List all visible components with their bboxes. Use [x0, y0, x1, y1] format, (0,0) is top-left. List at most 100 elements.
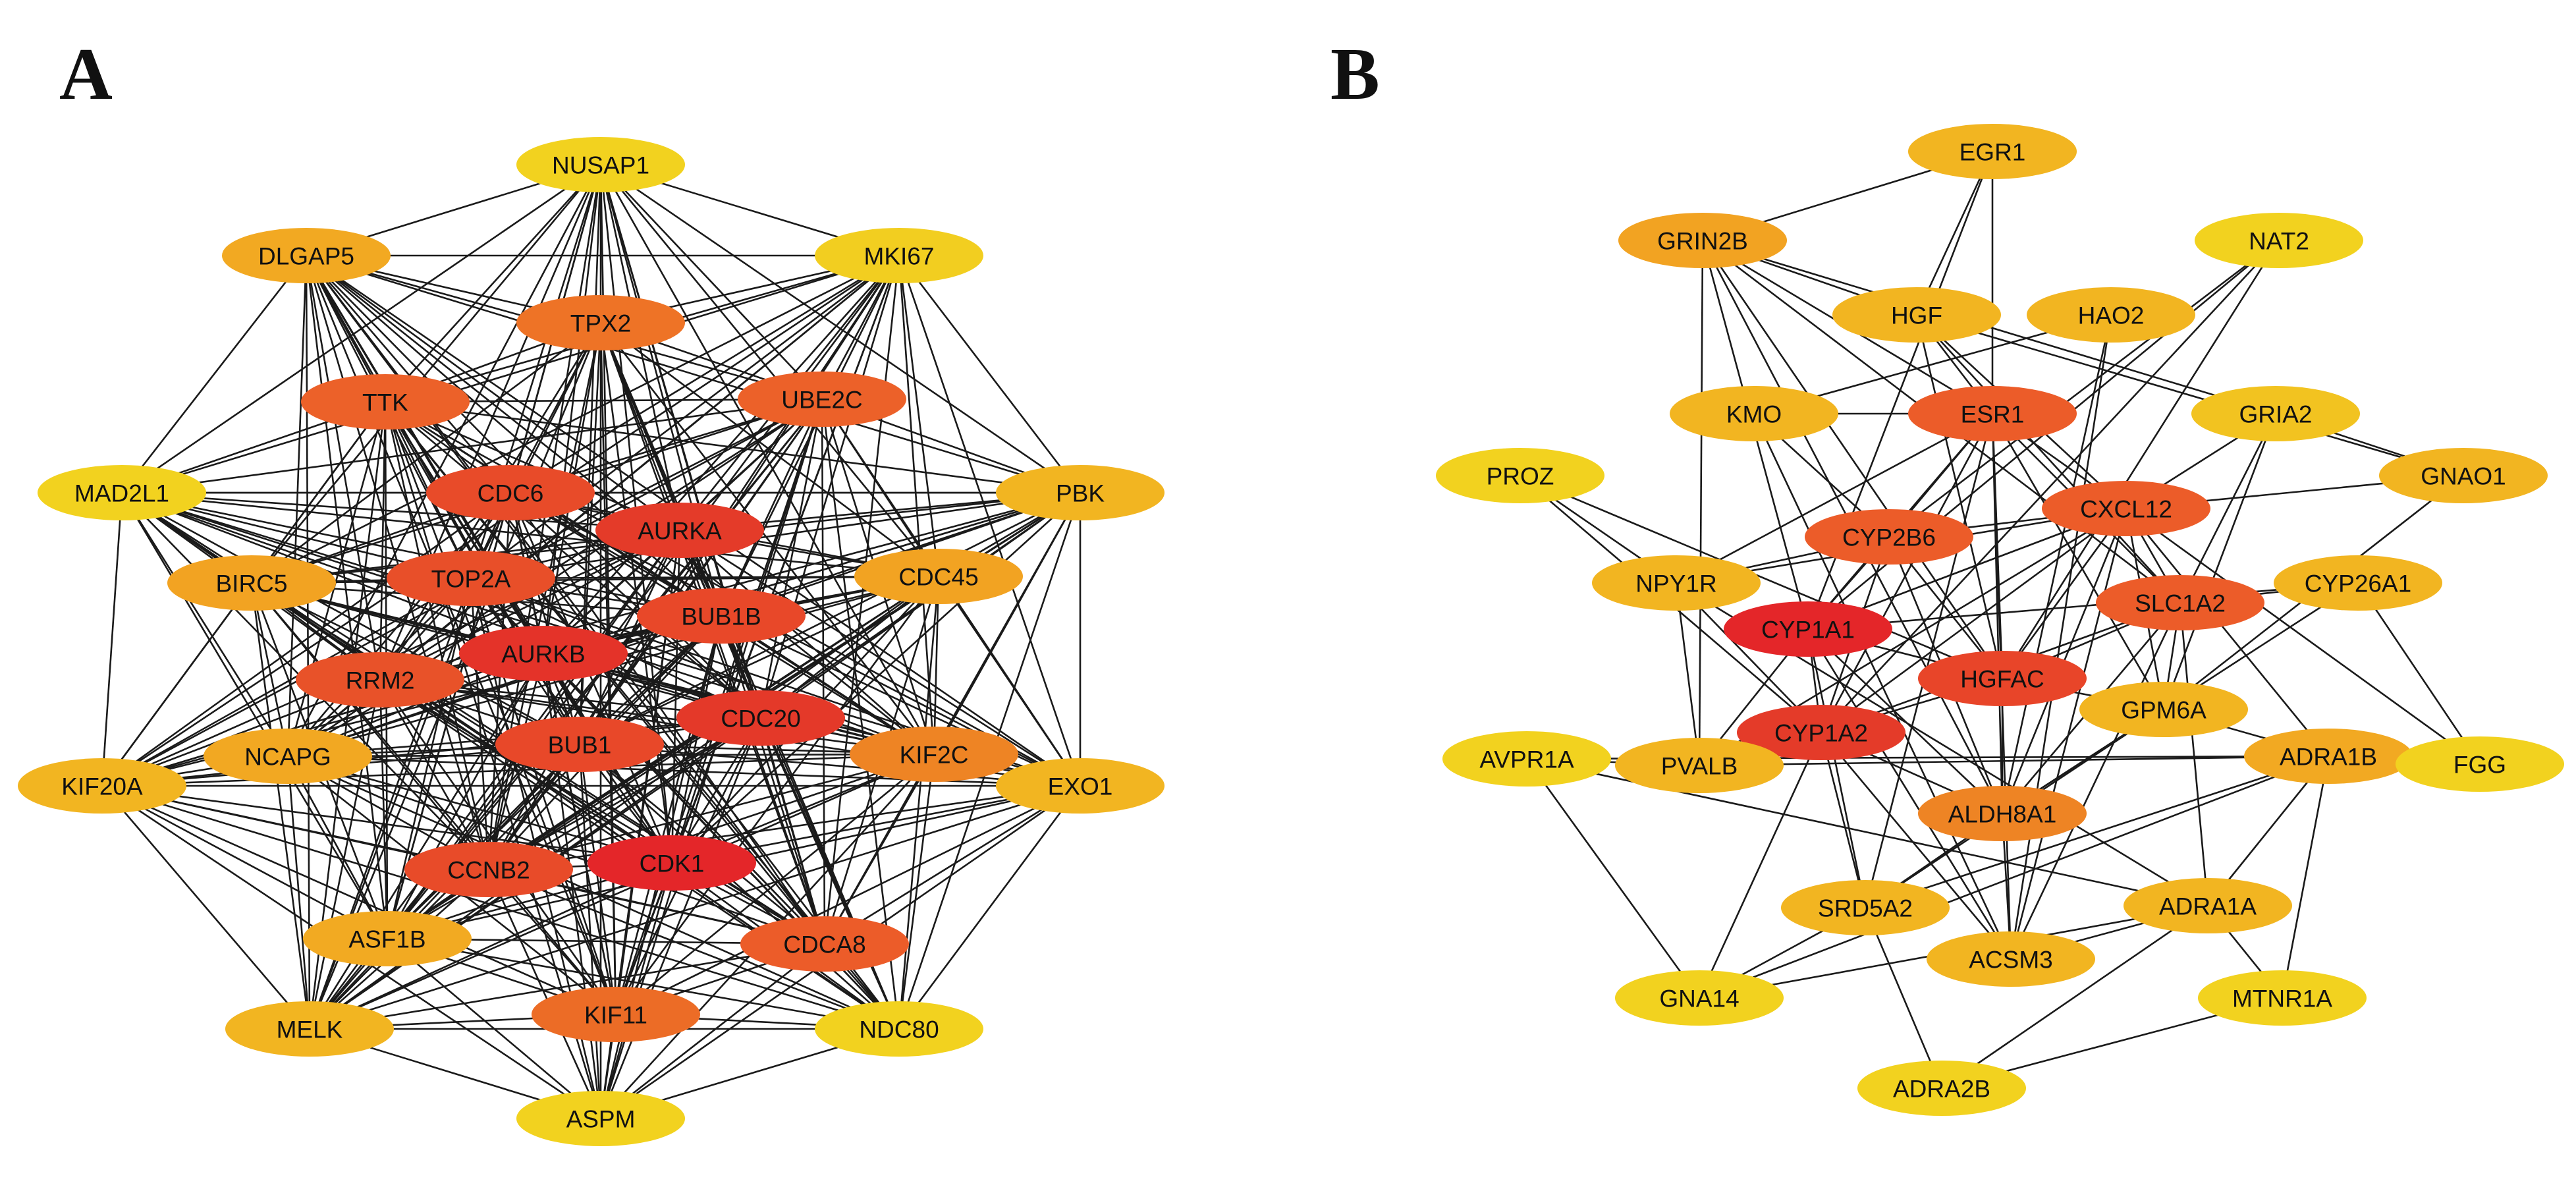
node-label: AVPR1A	[1479, 746, 1574, 773]
node-aurka: AURKA	[595, 503, 764, 558]
edge-cdc6-cdk1	[509, 492, 673, 864]
edge-cyp26a1-cyp1a1	[1807, 582, 2359, 630]
node-label: SLC1A2	[2135, 590, 2226, 617]
node-cyp26a1: CYP26A1	[2274, 555, 2442, 611]
node-pvalb: PVALB	[1615, 738, 1784, 793]
edge-esr1-npy1r	[1676, 412, 1993, 584]
node-label: HAO2	[2078, 302, 2145, 329]
edge-cdc20-aspm	[599, 717, 762, 1119]
node-ellipse	[740, 916, 909, 972]
node-acsm3: ACSM3	[1927, 931, 2095, 987]
edge-bub1b-cdca8	[720, 615, 826, 945]
edge-cdk1-melk	[309, 862, 672, 1030]
node-ellipse	[1615, 738, 1784, 793]
edge-nusap1-kif2c	[599, 164, 935, 755]
node-ellipse	[2191, 386, 2360, 441]
node-proz: PROZ	[1436, 448, 1604, 503]
edge-top2a-ccnb2	[470, 578, 490, 870]
node-ellipse	[2244, 729, 2413, 784]
node-label: CYP2B6	[1842, 524, 1936, 551]
edge-cdc20-ndc80	[759, 717, 900, 1030]
edge-aurka-kif2c	[679, 530, 935, 755]
edge-mad2l1-kif20a	[101, 492, 123, 787]
node-dlgap5: DLGAP5	[222, 228, 391, 283]
node-fgg: FGG	[2396, 736, 2564, 792]
node-ccnb2: CCNB2	[404, 842, 573, 897]
edge-aurka-cdk1	[671, 530, 681, 864]
node-label: CCNB2	[447, 857, 530, 884]
node-ellipse	[404, 842, 573, 897]
edge-proz-hgfac	[1520, 474, 2003, 680]
edge-mki67-pbk	[898, 255, 1082, 493]
edge-cxcl12-adra1b	[2125, 508, 2330, 757]
edge-top2a-kif20a	[101, 577, 472, 787]
node-label: MTNR1A	[2232, 985, 2332, 1012]
node-ellipse	[2379, 448, 2548, 503]
node-ellipse	[387, 551, 555, 606]
node-ellipse	[167, 555, 336, 611]
edge-cdc45-exo1	[937, 576, 1082, 787]
edge-birc5-kif20a	[101, 582, 253, 787]
edge-dlgap5-mad2l1	[121, 255, 308, 493]
node-ellipse	[2027, 287, 2195, 343]
node-ellipse	[1737, 705, 1905, 760]
edge-ttk-ccnb2	[384, 401, 490, 870]
node-exo1: EXO1	[996, 758, 1165, 814]
edge-kif2c-kif20a	[101, 753, 935, 787]
node-ellipse	[1592, 555, 1761, 611]
node-label: BUB1B	[681, 603, 761, 630]
node-ellipse	[595, 503, 764, 558]
node-gnao1: GNAO1	[2379, 448, 2548, 503]
edge-cyp1a1-srd5a2	[1807, 628, 1867, 908]
edge-grin2b-hgfac	[1701, 240, 2004, 679]
node-ellipse	[2274, 555, 2442, 611]
edge-cyp1a2-srd5a2	[1820, 732, 1867, 908]
node-label: GRIN2B	[1657, 228, 1748, 255]
node-ellipse	[1918, 786, 2087, 841]
node-cxcl12: CXCL12	[2042, 481, 2210, 536]
node-gria2: GRIA2	[2191, 386, 2360, 441]
node-slc1a2: SLC1A2	[2096, 575, 2264, 630]
node-label: SRD5A2	[1818, 895, 1913, 922]
node-ellipse	[532, 987, 700, 1042]
edge-esr1-cyp1a2	[1820, 413, 1994, 733]
node-ellipse	[1832, 287, 2001, 343]
edge-kif20a-cdk1	[101, 785, 672, 864]
node-tpx2: TPX2	[516, 295, 685, 350]
edge-birc5-cdk1	[251, 582, 672, 864]
edge-dlgap5-cdca8	[305, 255, 826, 945]
edge-mad2l1-aurka	[121, 491, 680, 532]
edge-mki67-birc5	[251, 254, 900, 584]
node-ellipse	[1436, 448, 1604, 503]
node-ellipse	[815, 1001, 983, 1057]
node-ellipse	[1918, 651, 2087, 706]
node-label: CYP1A1	[1761, 617, 1855, 644]
edge-cdc20-kif20a	[101, 717, 761, 787]
edge-esr1-srd5a2	[1864, 413, 1994, 908]
node-label: AURKA	[638, 518, 722, 545]
node-ellipse	[676, 690, 845, 746]
edge-adra1b-srd5a2	[1865, 755, 2329, 909]
node-pbk: PBK	[996, 465, 1165, 520]
edge-aurka-rrm2	[379, 529, 680, 681]
node-label: TPX2	[570, 310, 632, 337]
node-grin2b: GRIN2B	[1618, 213, 1787, 268]
edge-bub1b-ncapg	[287, 615, 722, 758]
edge-kif20a-kif11	[101, 785, 617, 1016]
node-label: MELK	[277, 1016, 343, 1043]
edge-nusap1-birc5	[251, 164, 601, 584]
node-ellipse	[1618, 213, 1787, 268]
node-ellipse	[38, 465, 206, 520]
node-ellipse	[516, 295, 685, 350]
node-aldh8a1: ALDH8A1	[1918, 786, 2087, 841]
node-nusap1: NUSAP1	[516, 137, 685, 192]
edge-ncapg-melk	[287, 756, 311, 1030]
edge-hgf-hgfac	[1915, 314, 2004, 679]
panel-a-label: A	[59, 34, 113, 115]
node-ndc80: NDC80	[815, 1001, 983, 1057]
node-label: NDC80	[859, 1016, 939, 1043]
edge-aurka-exo1	[679, 529, 1081, 787]
